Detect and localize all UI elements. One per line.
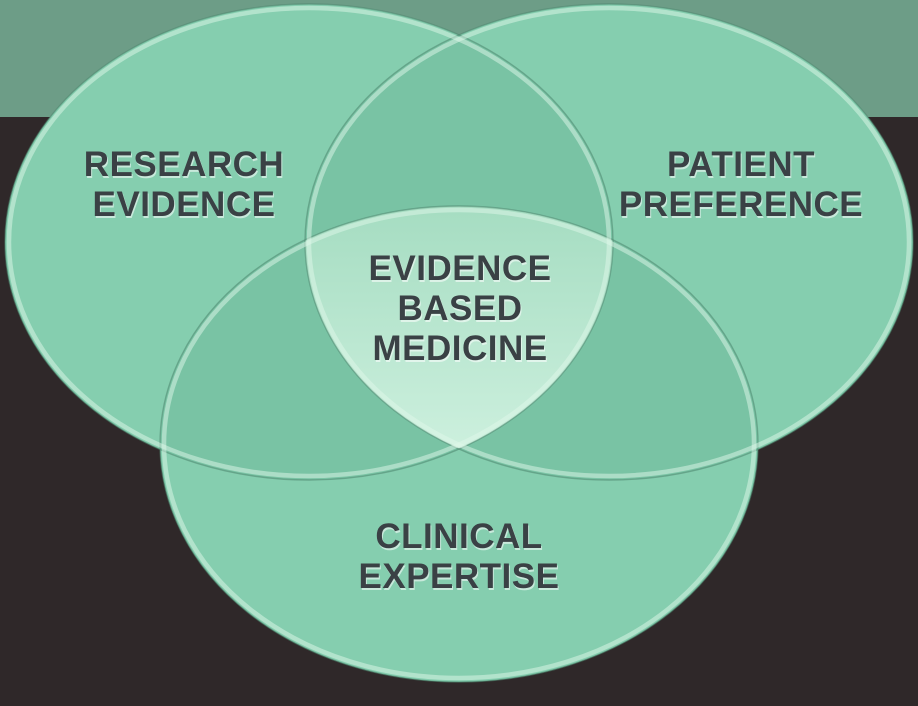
label-line: MEDICINE — [372, 329, 548, 368]
circle-rim-highlights — [6, 5, 912, 681]
label-line: PREFERENCE — [618, 185, 864, 224]
label-line: EXPERTISE — [358, 557, 560, 596]
research-evidence-label: RESEARCH EVIDENCE — [84, 145, 284, 225]
label-line: EVIDENCE — [368, 249, 552, 288]
label-line: BASED — [397, 289, 523, 328]
label-line: EVIDENCE — [92, 185, 276, 224]
label-line: CLINICAL — [375, 517, 543, 556]
label-line: PATIENT — [666, 145, 816, 184]
clinical-expertise-label: CLINICAL EXPERTISE — [359, 517, 560, 597]
label-line: RESEARCH — [83, 145, 285, 184]
evidence-based-medicine-label: EVIDENCE BASED MEDICINE — [369, 249, 552, 369]
patient-preference-label: PATIENT PREFERENCE — [619, 145, 863, 225]
